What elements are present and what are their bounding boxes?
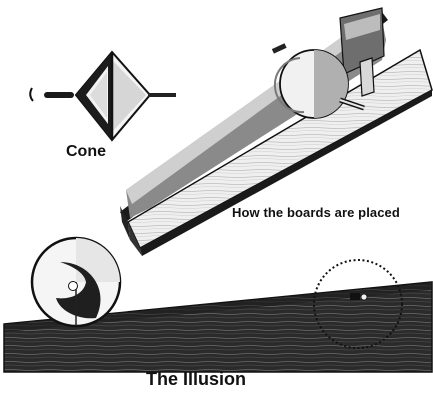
- illusion-figure: [4, 238, 432, 372]
- illusion-ball-left: [32, 238, 120, 326]
- cone-label: Cone: [66, 143, 106, 161]
- cone-figure: [30, 52, 176, 140]
- boards-caption: How the boards are placed: [232, 205, 400, 220]
- cone-axle-left: [44, 92, 74, 98]
- illusion-caption: The Illusion: [146, 369, 246, 390]
- cone-axle-right: [148, 93, 176, 97]
